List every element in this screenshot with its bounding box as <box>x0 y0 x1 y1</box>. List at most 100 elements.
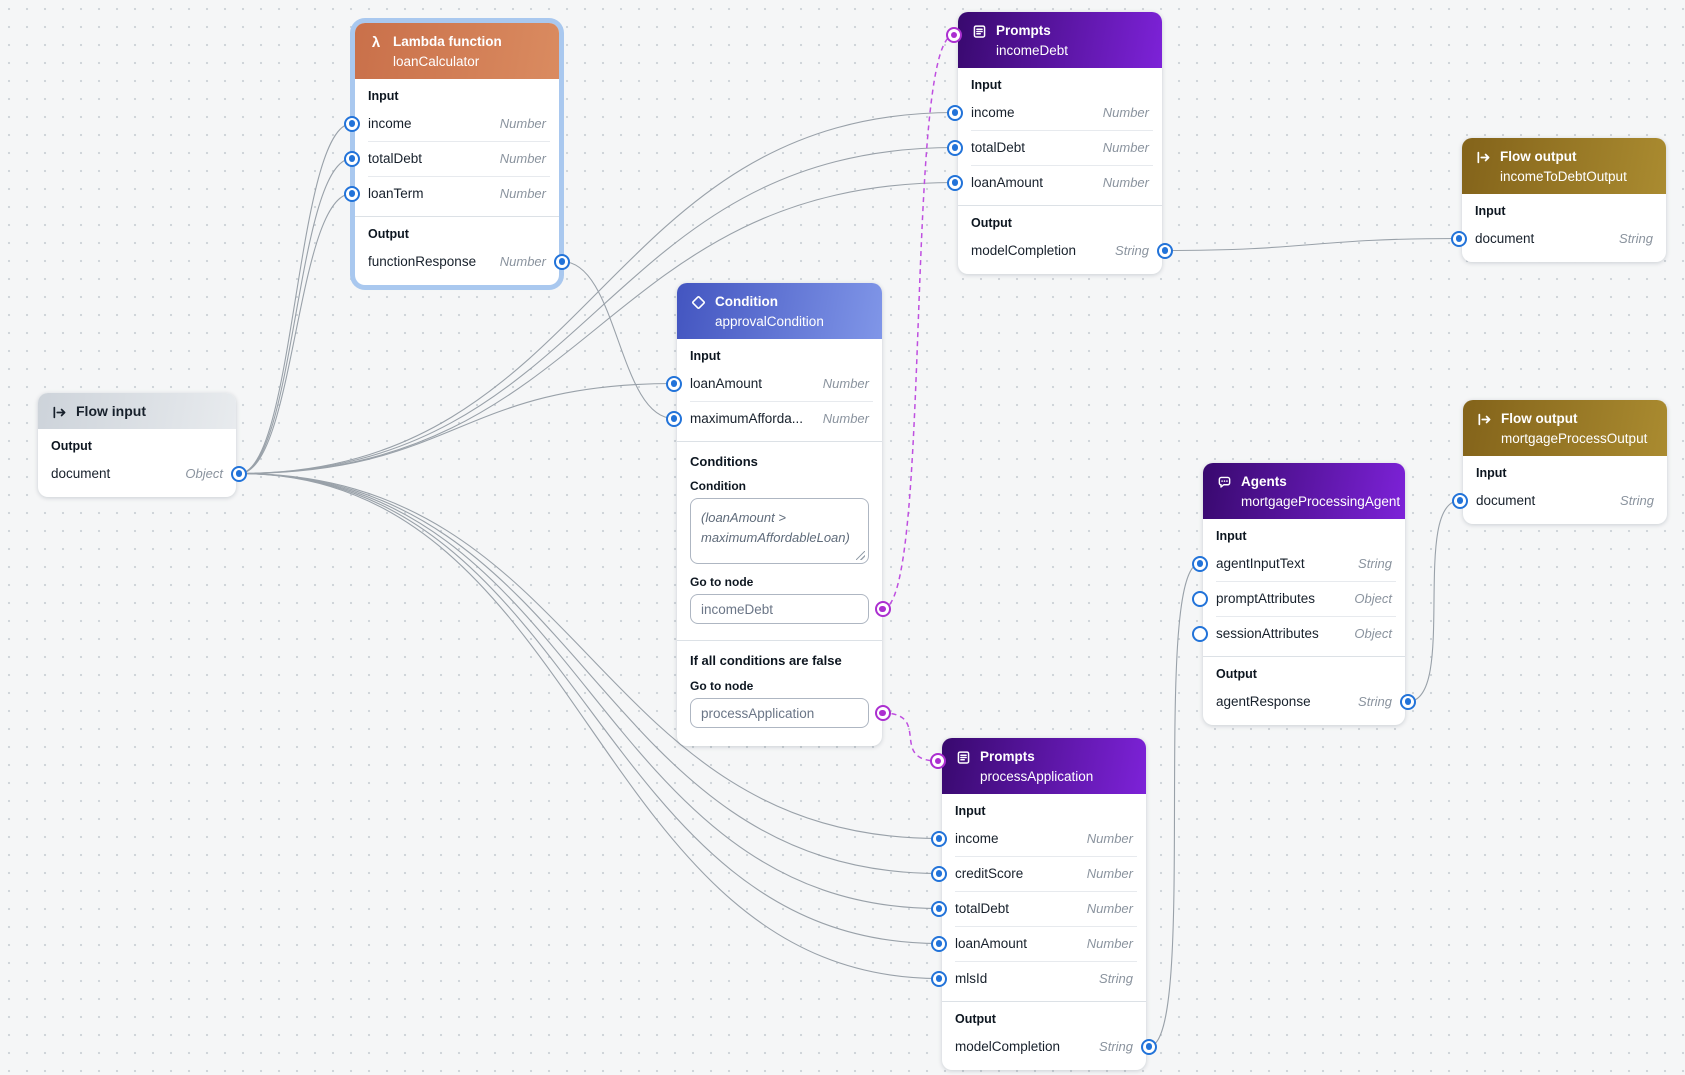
input-port[interactable] <box>931 900 947 917</box>
data-edge <box>238 157 353 475</box>
goto-node-input[interactable]: incomeDebt <box>690 594 869 624</box>
output-port[interactable] <box>231 465 247 482</box>
condition-expression-input[interactable]: (loanAmount > maximumAffordableLoan) <box>690 498 869 564</box>
field-type: Number <box>822 376 869 391</box>
condition-else-port[interactable] <box>874 705 891 721</box>
input-port[interactable] <box>344 185 360 202</box>
input-port[interactable] <box>1192 590 1208 607</box>
field-name: document <box>51 466 111 481</box>
field-type: Object <box>1354 591 1392 606</box>
input-port[interactable] <box>1192 625 1208 642</box>
input-port[interactable] <box>1192 555 1208 572</box>
goto-node-input[interactable]: processApplication <box>690 698 869 728</box>
section-label: Input <box>1216 529 1247 543</box>
field-type: Number <box>822 411 869 426</box>
input-port[interactable] <box>947 174 963 191</box>
input-port[interactable] <box>931 830 947 847</box>
condition-target-port[interactable] <box>946 27 962 43</box>
row-income: income Number <box>947 95 1162 130</box>
node-type-label: Flow output <box>1501 411 1578 426</box>
input-port[interactable] <box>947 139 963 156</box>
flow-arrow-icon <box>1475 149 1491 165</box>
field-type: Number <box>1102 105 1149 120</box>
condition-target-port[interactable] <box>930 753 946 769</box>
field-name: loanTerm <box>368 186 424 201</box>
row-modelCompletion: modelCompletion String <box>942 1029 1157 1064</box>
field-type: Number <box>1086 936 1133 951</box>
data-edge <box>238 472 940 840</box>
data-edge <box>238 472 940 875</box>
field-name: income <box>368 116 412 131</box>
output-port[interactable] <box>1157 242 1173 259</box>
goto-node-row: processApplication <box>690 698 891 728</box>
field-type: String <box>1099 1039 1133 1054</box>
goto-node-label: Go to node <box>690 575 754 589</box>
input-port[interactable] <box>947 104 963 121</box>
field-name: mlsId <box>955 971 988 986</box>
node-name-label: loanCalculator <box>393 54 480 69</box>
data-edge <box>1148 562 1201 1048</box>
lambda-icon: λ <box>371 33 381 51</box>
condition-edge <box>882 34 955 610</box>
field-name: creditScore <box>955 866 1024 881</box>
input-port[interactable] <box>1452 492 1468 509</box>
input-port[interactable] <box>1451 230 1467 247</box>
data-edge <box>238 472 940 980</box>
output-port[interactable] <box>1141 1038 1157 1055</box>
input-port[interactable] <box>344 150 360 167</box>
input-port[interactable] <box>666 410 682 427</box>
field-name: document <box>1475 231 1535 246</box>
condition-true-port[interactable] <box>874 601 891 617</box>
field-name: document <box>1476 493 1536 508</box>
field-type: String <box>1358 556 1392 571</box>
field-name: totalDebt <box>955 901 1010 916</box>
output-port[interactable] <box>554 253 570 270</box>
field-name: income <box>971 105 1015 120</box>
node-type-label: Lambda function <box>393 34 502 49</box>
data-edge <box>1407 499 1461 703</box>
output-port[interactable] <box>1400 693 1416 710</box>
field-name: modelCompletion <box>955 1039 1061 1054</box>
resize-handle-icon[interactable] <box>856 551 865 560</box>
input-port[interactable] <box>666 375 682 392</box>
field-name: income <box>955 831 999 846</box>
input-port[interactable] <box>931 935 947 952</box>
input-port[interactable] <box>931 865 947 882</box>
node-type-label: Prompts <box>980 749 1035 764</box>
condition-field-label: Condition <box>690 479 746 493</box>
node-name-label: mortgageProcessOutput <box>1501 431 1648 446</box>
field-type: Number <box>1102 140 1149 155</box>
node-name-label: approvalCondition <box>715 314 824 329</box>
input-port[interactable] <box>931 970 947 987</box>
section-label: Output <box>368 227 409 241</box>
field-type: Object <box>185 466 223 481</box>
input-port[interactable] <box>344 115 360 132</box>
field-type: Number <box>499 186 546 201</box>
data-edge <box>238 122 353 475</box>
